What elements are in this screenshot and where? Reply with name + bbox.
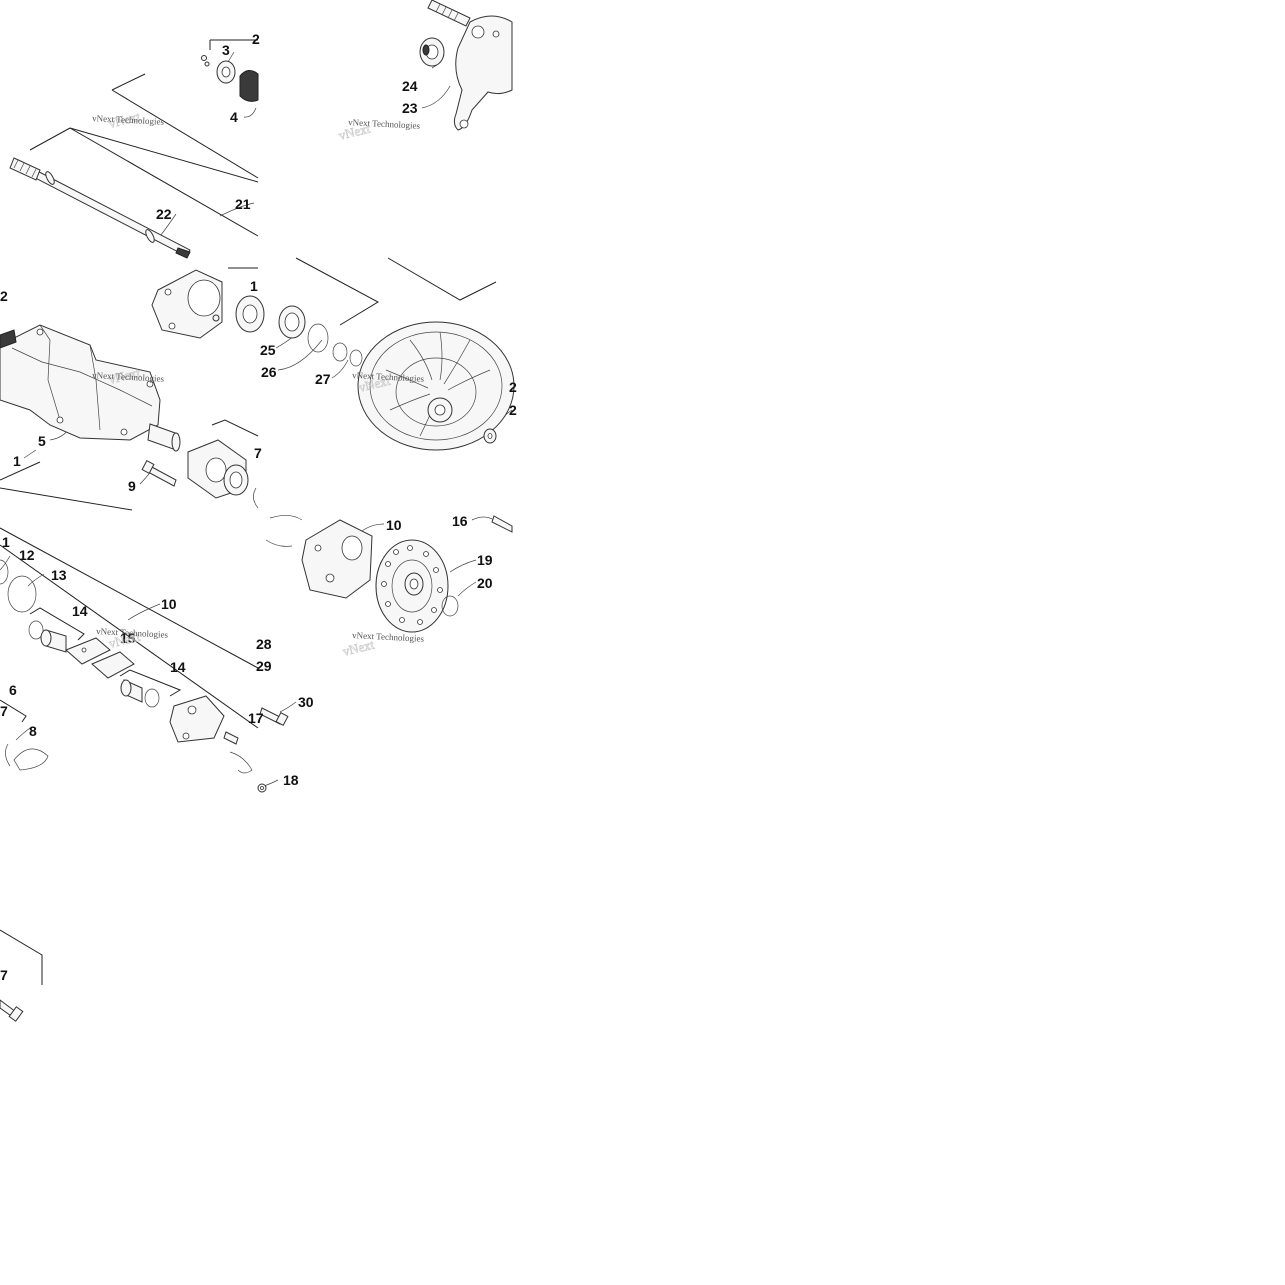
watermark-2: vNext Technologies (348, 117, 421, 131)
callout-4: 4 (230, 109, 238, 125)
brake-caliper-10 (265, 515, 373, 599)
callout-25: 25 (260, 342, 276, 358)
callout-19: 19 (477, 552, 493, 568)
callout-14-upper: 14 (72, 603, 88, 619)
brake-caliper-left (0, 559, 253, 774)
callout-12: 12 (19, 547, 35, 563)
watermarks: vNext vNext Technologies vNext vNext Tec… (92, 108, 425, 659)
callout-26: 26 (261, 364, 277, 380)
callout-8: 8 (29, 723, 37, 739)
callout-2-right-b: 2 (509, 402, 517, 418)
callout-9: 9 (128, 478, 136, 494)
callout-7-left: 7 (0, 703, 8, 719)
callout-1-left: 1 (2, 534, 10, 550)
watermark-4: vNext Technologies (352, 370, 425, 384)
watermark-3: vNext Technologies (92, 370, 165, 384)
watermark-1: vNext Technologies (92, 113, 165, 127)
drive-shaft-22 (9, 157, 191, 259)
cover-plate-7 (141, 439, 259, 509)
callout-15: 15 (120, 630, 136, 646)
callout-22: 22 (156, 206, 172, 222)
watermark-6: vNext Technologies (352, 630, 425, 644)
callout-28: 28 (256, 636, 272, 652)
callout-13: 13 (51, 567, 67, 583)
swing-arm-23 (453, 15, 513, 131)
callout-2-left: 2 (0, 288, 8, 304)
callout-10-right: 10 (386, 517, 402, 533)
ring-8 (5, 743, 49, 771)
callout-21: 21 (235, 196, 251, 212)
drive-pulley (357, 321, 515, 451)
callout-20: 20 (477, 575, 493, 591)
brake-disc-19 (375, 515, 513, 633)
callout-14-lower: 14 (170, 659, 186, 675)
bolt-30 (259, 707, 289, 726)
callout-7-mid: 7 (254, 445, 262, 461)
callout-2-right-a: 2 (509, 379, 517, 395)
callout-2-top: 2 (252, 31, 260, 47)
assembly-bracket-lines (0, 39, 497, 985)
callout-7-bottom: 7 (0, 967, 8, 983)
callout-6: 6 (9, 682, 17, 698)
callout-numbers: 2 3 4 24 23 21 22 2 1 25 26 27 2 2 5 1 7… (0, 31, 517, 983)
callout-leaders (0, 51, 513, 787)
callout-18: 18 (283, 772, 299, 788)
callout-17: 17 (248, 710, 264, 726)
callout-23: 23 (402, 100, 418, 116)
callout-24: 24 (402, 78, 418, 94)
callout-3: 3 (222, 42, 230, 58)
upper-shaft (427, 0, 471, 27)
callout-5: 5 (38, 433, 46, 449)
callout-30: 30 (298, 694, 314, 710)
callout-10-left: 10 (161, 596, 177, 612)
callout-1-mid: 1 (250, 278, 258, 294)
callout-27: 27 (315, 371, 331, 387)
bolt-lower (0, 999, 24, 1022)
seal-parts-3-4 (201, 55, 259, 102)
chaincase-housing-5 (0, 324, 181, 452)
nut-18 (257, 783, 267, 793)
watermark-5: vNext Technologies (96, 626, 169, 640)
callout-29: 29 (256, 658, 272, 674)
callout-1: 1 (13, 453, 21, 469)
callout-16: 16 (452, 513, 468, 529)
bearing-24 (419, 37, 445, 67)
bearing-housing-1 (151, 269, 363, 367)
